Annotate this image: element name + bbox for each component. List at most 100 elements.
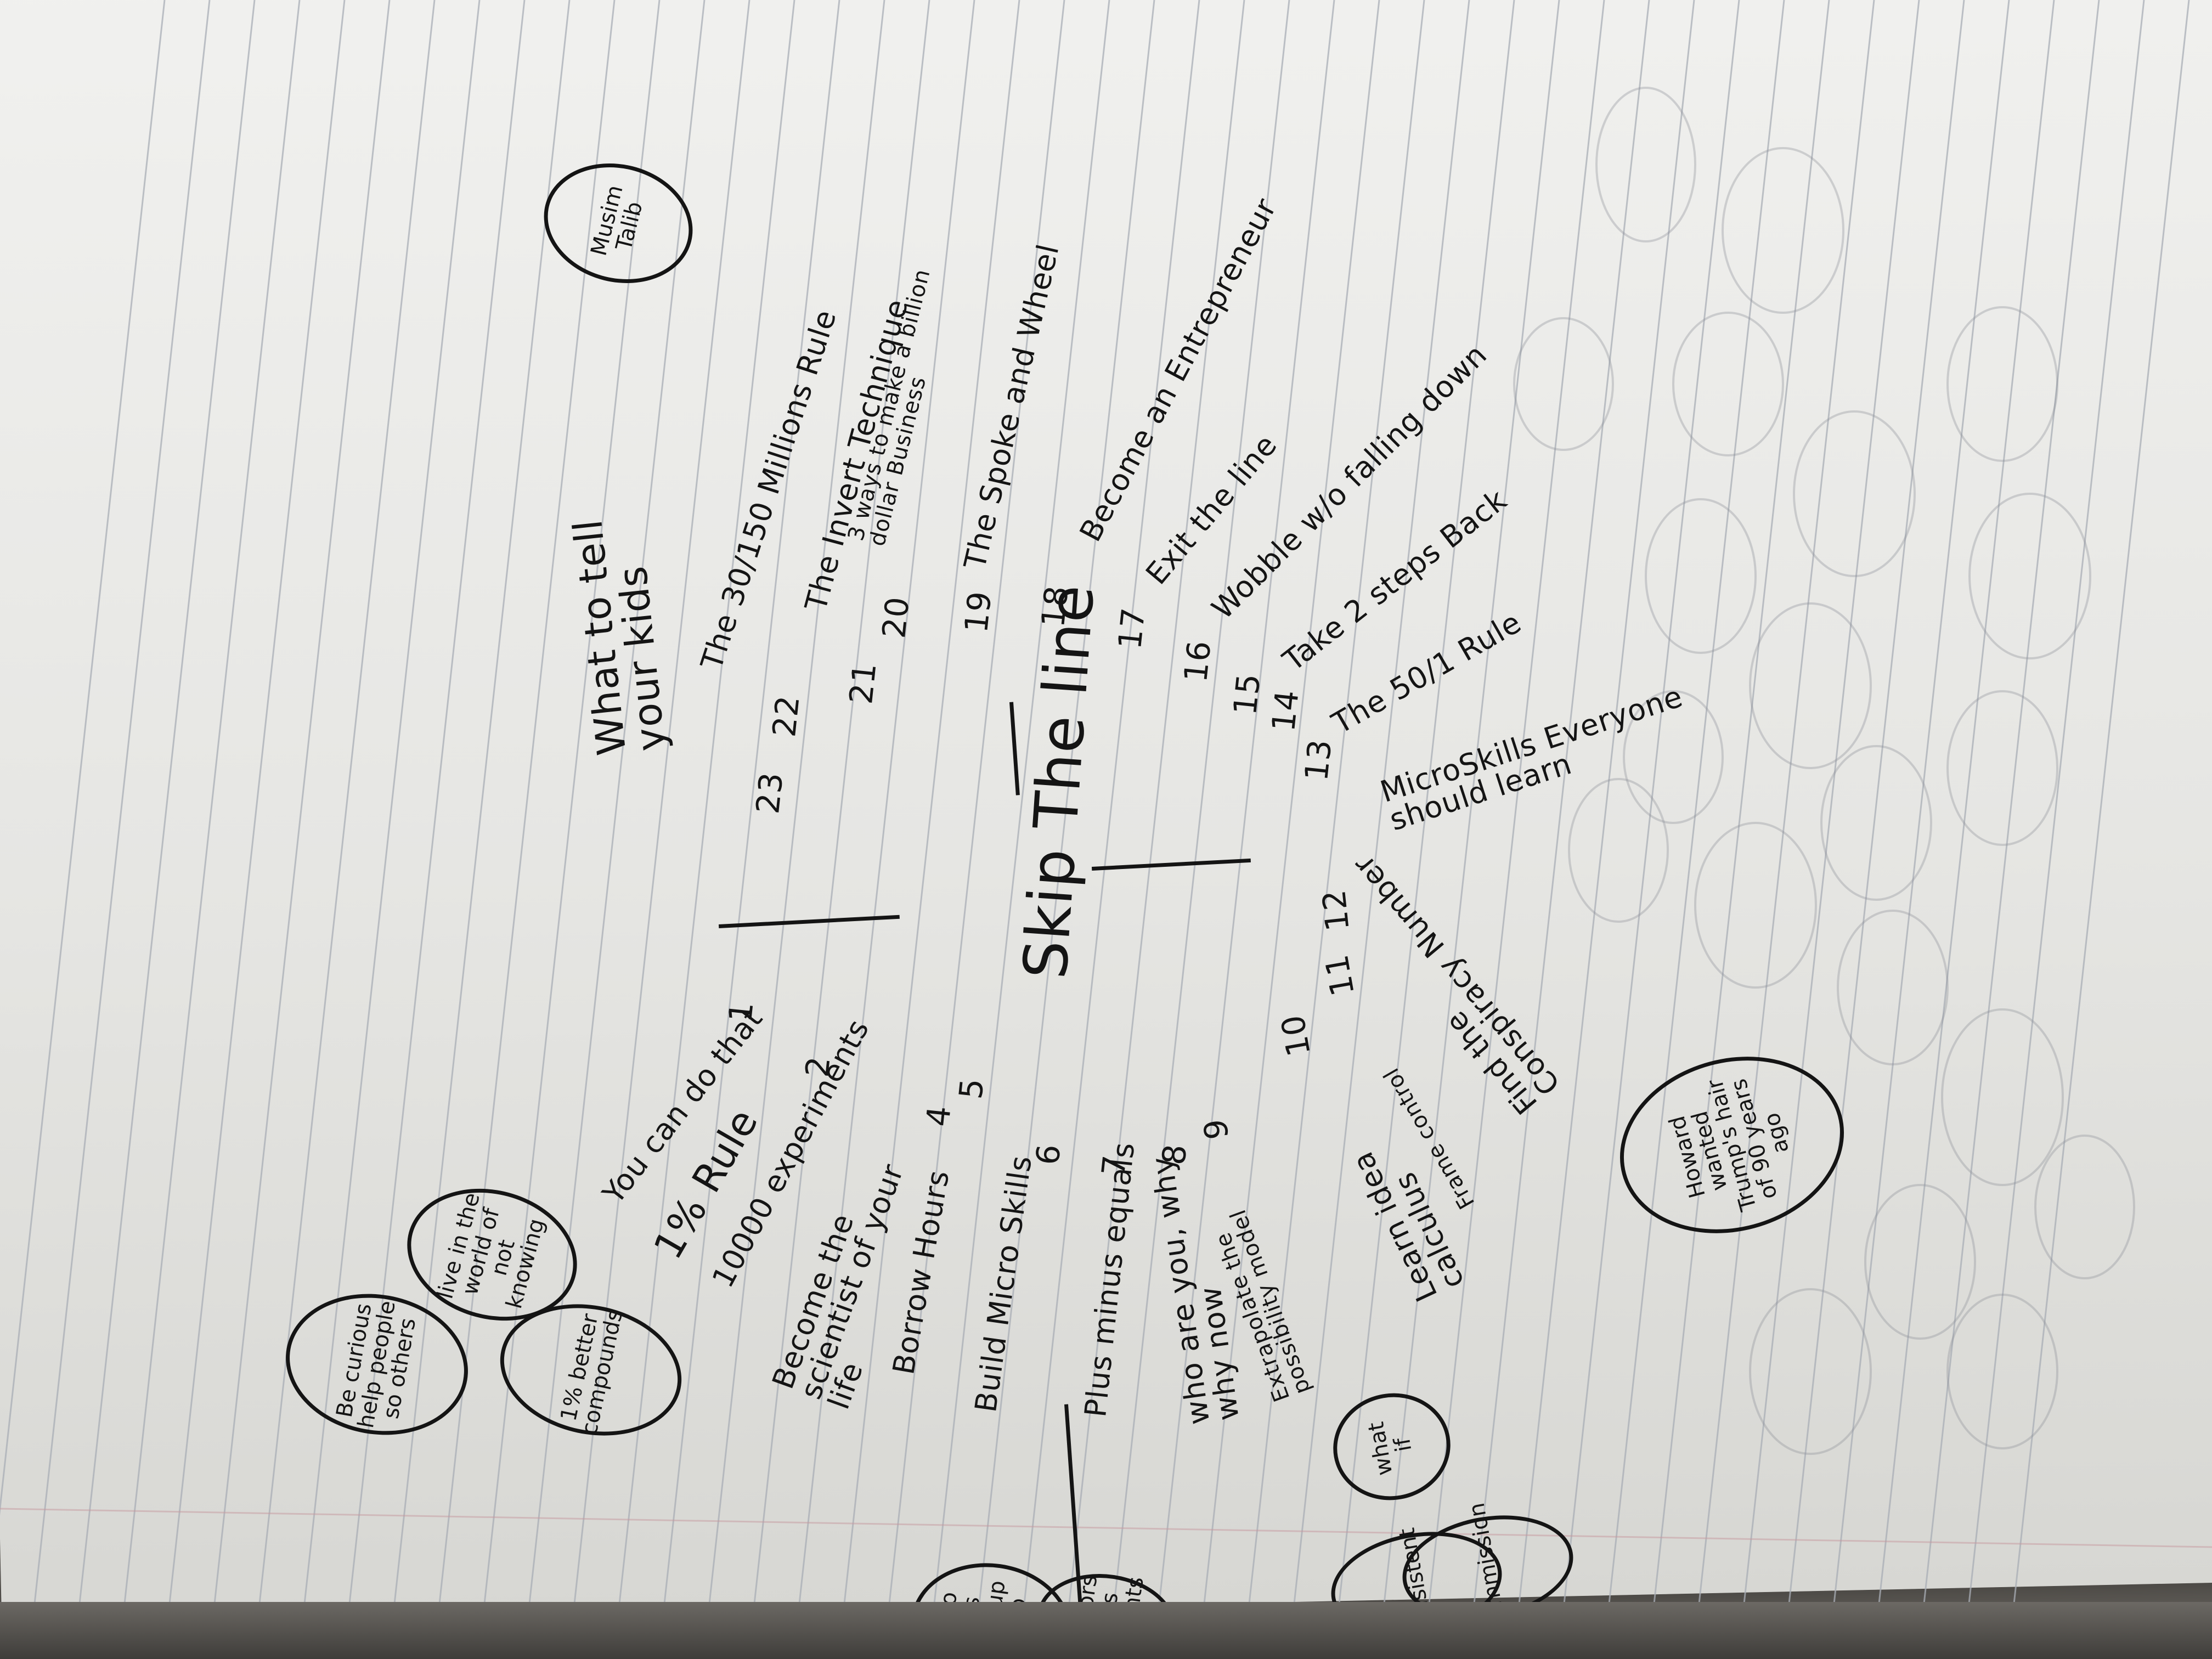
center-title: Skip The line xyxy=(1010,582,1108,981)
ruled-line xyxy=(882,0,1065,1659)
bleed-through-oval xyxy=(1946,690,2058,846)
ruled-line xyxy=(207,0,391,1659)
item-conspiracy-number: Find the Conspiracy Number xyxy=(1346,848,1567,1121)
num-13: 13 xyxy=(1297,737,1339,783)
bleed-through-oval xyxy=(1793,410,1916,577)
num-19: 19 xyxy=(957,589,999,635)
ruled-line xyxy=(72,0,256,1659)
bleed-through-oval xyxy=(1722,147,1844,314)
ruled-line xyxy=(1197,0,1380,1659)
ruled-line xyxy=(387,0,571,1659)
item-what-to-tell: What to tell your kids xyxy=(564,517,675,758)
bubble-better-compounds-text: 1% better compounds xyxy=(556,1307,628,1437)
bleed-through-oval xyxy=(1645,498,1757,654)
ruled-line xyxy=(1332,0,1515,1659)
bleed-through-oval xyxy=(1837,910,1949,1065)
ruled-line xyxy=(972,0,1155,1659)
bleed-through-oval xyxy=(1568,778,1669,923)
ruled-line xyxy=(612,0,795,1659)
ruled-line xyxy=(657,0,840,1659)
num-20: 20 xyxy=(875,595,917,640)
ruled-line xyxy=(792,0,975,1659)
bleed-through-oval xyxy=(1820,745,1932,901)
bubble-musim-talib: Musim Talib xyxy=(531,148,706,298)
num-5: 5 xyxy=(952,1076,991,1101)
ruled-line xyxy=(1422,0,1605,1659)
num-21: 21 xyxy=(842,661,884,706)
num-23: 23 xyxy=(749,770,791,816)
num-11: 11 xyxy=(1317,951,1362,999)
item-30-150-rule: The 30/150 Millions Rule xyxy=(694,305,843,674)
ruled-line xyxy=(252,0,436,1659)
item-spoke-wheel: The Spoke and Wheel xyxy=(957,240,1066,573)
desk-edge xyxy=(0,1602,2212,1659)
ruled-line xyxy=(1287,0,1470,1659)
center-line-right xyxy=(1009,702,1020,795)
ruled-line xyxy=(27,0,211,1659)
center-line-bottom xyxy=(1092,858,1251,871)
ruled-line xyxy=(927,0,1110,1659)
bleed-through-oval xyxy=(1968,493,2091,659)
item-microskills-everyone: MicroSkills Everyone should learn xyxy=(1376,679,1687,838)
bubble-howard-text: Howard wanted Trump's hair of 90 years a… xyxy=(1664,1076,1794,1214)
ruled-line xyxy=(747,0,930,1659)
num-22: 22 xyxy=(765,693,807,739)
num-10: 10 xyxy=(1273,1012,1318,1059)
ruled-line xyxy=(2007,0,2190,1659)
ruled-line xyxy=(1062,0,1245,1659)
num-16: 16 xyxy=(1177,639,1218,684)
num-18: 18 xyxy=(1034,584,1076,629)
ruled-line xyxy=(1377,0,1560,1659)
ruled-line xyxy=(702,0,885,1659)
ruled-line xyxy=(1737,0,1920,1659)
bubble-what-if: what if xyxy=(1324,1384,1459,1510)
ruled-line xyxy=(1827,0,2010,1659)
bleed-through-oval xyxy=(1513,317,1614,451)
ruled-line xyxy=(477,0,661,1659)
ruled-line xyxy=(837,0,1020,1659)
ruled-line xyxy=(1647,0,1830,1659)
item-entrepreneur: Become an Entrepreneur xyxy=(1073,192,1284,548)
num-4: 4 xyxy=(919,1103,958,1128)
bubble-live-in-world-text: live in the world of not knowing xyxy=(432,1190,550,1312)
num-15: 15 xyxy=(1226,672,1268,717)
ruled-line xyxy=(1242,0,1425,1659)
ruled-line xyxy=(1017,0,1200,1659)
ruled-line xyxy=(522,0,706,1659)
ruled-line xyxy=(1512,0,1695,1659)
ruled-line xyxy=(1107,0,1290,1659)
bleed-through-oval xyxy=(1623,690,1724,824)
ruled-line xyxy=(1557,0,1740,1659)
ruled-line xyxy=(1602,0,1785,1659)
ruled-line xyxy=(1152,0,1335,1659)
ruled-line xyxy=(1467,0,1650,1659)
bubble-musim-talib-text: Musim Talib xyxy=(586,182,648,258)
ruled-line xyxy=(1872,0,2055,1659)
bleed-through-oval xyxy=(1946,1294,2058,1449)
num-14: 14 xyxy=(1265,688,1306,733)
bubble-howard: Howard wanted Trump's hair of 90 years a… xyxy=(1600,1032,1864,1258)
bleed-through-oval xyxy=(1941,1008,2064,1186)
center-line-top xyxy=(719,915,900,928)
bleed-through-oval xyxy=(1946,306,2058,462)
ruled-line xyxy=(567,0,751,1659)
ruled-line xyxy=(342,0,526,1659)
ruled-line xyxy=(1782,0,1965,1659)
margin-line xyxy=(0,1508,2212,1548)
ruled-line xyxy=(162,0,346,1659)
bubble-what-if-text: what if xyxy=(1363,1420,1417,1478)
ruled-line xyxy=(1917,0,2100,1659)
num-9: 9 xyxy=(1197,1116,1236,1142)
ruled-line xyxy=(0,0,166,1516)
ruled-line xyxy=(1692,0,1875,1659)
bleed-through-oval xyxy=(1749,1288,1872,1455)
ruled-line xyxy=(297,0,481,1659)
item-build-micro-skills: Build Micro Skills xyxy=(968,1153,1039,1415)
ruled-line xyxy=(432,0,616,1659)
bleed-through-oval xyxy=(1694,822,1817,989)
bleed-through-oval xyxy=(1595,87,1696,242)
bleed-through-oval xyxy=(1749,602,1872,769)
